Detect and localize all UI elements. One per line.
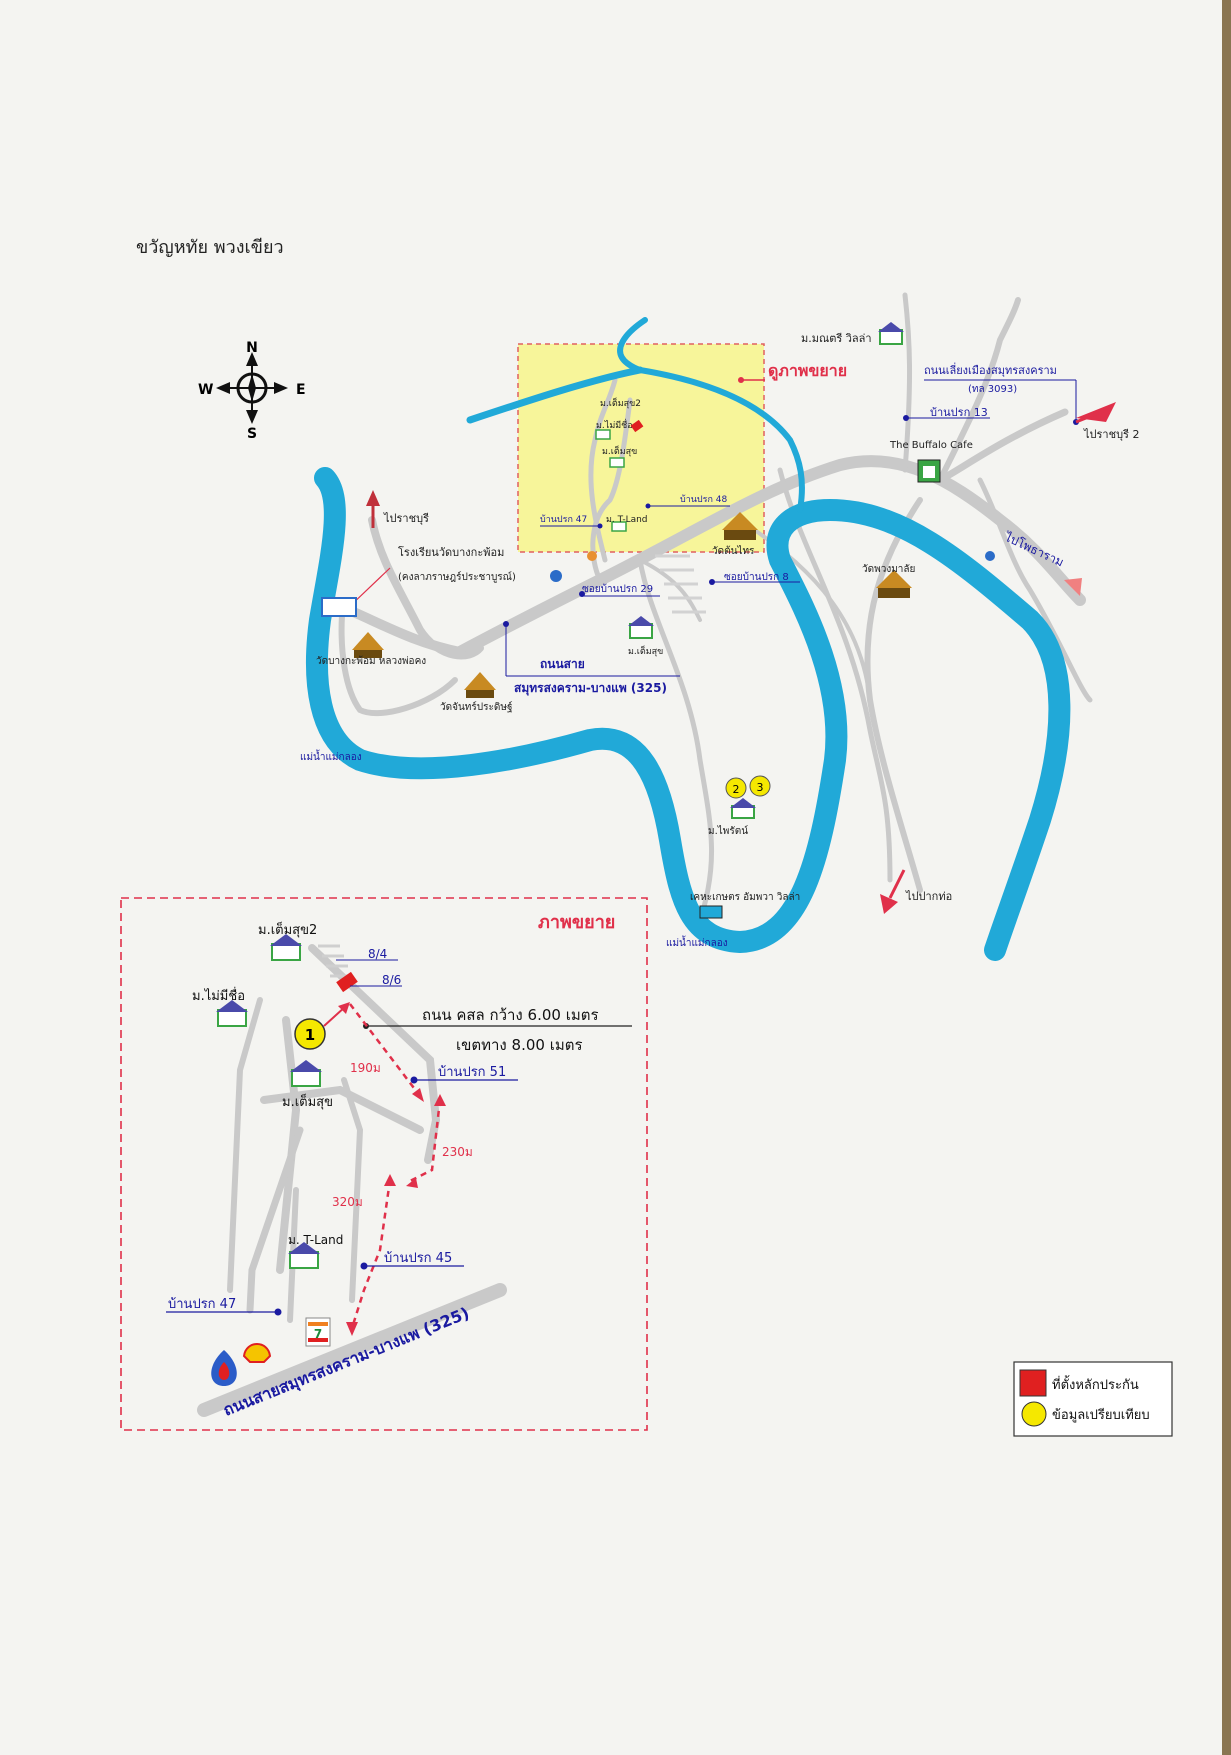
comparison-marker-3-label: 3 xyxy=(757,781,764,794)
house-icon xyxy=(628,616,654,639)
plot-8-6-label: 8/6 xyxy=(382,973,401,987)
road-325-label-2: สมุทรสงคราม-บางแพ (325) xyxy=(514,681,667,696)
river xyxy=(305,317,1071,961)
station-icon xyxy=(699,905,723,919)
house-icon xyxy=(290,1060,322,1087)
shell-logo-icon xyxy=(242,1343,272,1363)
legend-comparison-swatch xyxy=(1021,1401,1047,1427)
comparison-marker-1[interactable] xyxy=(294,1018,326,1050)
village-paisarn-label: ม.ไพรัตน์ xyxy=(708,825,748,837)
school-sub-label: (คงลาภราษฎร์ประชาบูรณ์) xyxy=(398,571,516,583)
inset-village-tland-label: ม. T-Land xyxy=(288,1233,343,1247)
compass-n: N xyxy=(246,340,258,356)
enlarge-link[interactable]: ดูภาพขยาย xyxy=(768,361,847,382)
arrow-pakthor-icon xyxy=(880,894,898,914)
school-label: โรงเรียนวัดบางกะพ้อม xyxy=(398,545,504,559)
plot-8-4-label: 8/4 xyxy=(368,947,387,961)
comparison-marker-1-label: 1 xyxy=(305,1026,315,1044)
wat-tree-label: วัดต้นไทร xyxy=(712,545,755,557)
house-icon xyxy=(216,1000,248,1027)
inset-village-temsuk-label: ม.เต็มสุข xyxy=(282,1092,333,1110)
ban-prok-13-label: บ้านปรก 13 xyxy=(930,406,988,419)
village-temsuk2-main-label: ม.เต็มสุข2 xyxy=(600,396,641,409)
house-icons-cluster xyxy=(595,429,627,532)
compass-e: E xyxy=(296,382,306,398)
village-manee-label: ม.มณตรี วิลล่า xyxy=(801,332,872,345)
ban-prok-48-main-label: บ้านปรก 48 xyxy=(680,494,728,505)
house-icon xyxy=(288,1242,320,1269)
table-surface xyxy=(1222,0,1231,1755)
gas-station-icon xyxy=(985,551,995,561)
ptt-logo-icon xyxy=(211,1350,237,1386)
road-325-label-1: ถนนสาย xyxy=(540,657,585,671)
comparison-marker-2[interactable] xyxy=(725,777,747,799)
ptt-icon xyxy=(550,570,562,582)
dist-320-label: 320ม xyxy=(332,1195,363,1209)
collateral-marker[interactable] xyxy=(336,971,358,993)
road-note-1: ถนน คสล กว้าง 6.00 เมตร xyxy=(422,1006,599,1024)
inset-frame xyxy=(120,897,648,1431)
temple-icon xyxy=(876,570,912,598)
road-note-2: เขตทาง 8.00 เมตร xyxy=(456,1036,583,1054)
temple-icon xyxy=(722,512,758,540)
inset-village-mai-mi-chue-label: ม.ไม่มีชื่อ xyxy=(192,987,245,1004)
house-icon xyxy=(878,322,904,345)
village-temsuk-main-label: ม.เต็มสุข xyxy=(602,444,637,457)
house-icon xyxy=(270,934,302,961)
inset-title: ภาพขยาย xyxy=(538,912,615,933)
village-mai-mi-chue-main-label: ม.ไม่มีชื่อ xyxy=(596,418,633,431)
to-pakthor-label: ไปปากท่อ xyxy=(905,890,952,903)
compass-s: S xyxy=(247,426,257,442)
ban-prok-47-label: บ้านปรก 47 xyxy=(168,1297,236,1312)
comparison-marker-3[interactable] xyxy=(749,775,771,797)
soi-8-label: ซอยบ้านปรก 8 xyxy=(724,571,789,583)
river-label-left: แม่น้ำแม่กลอง xyxy=(300,749,362,763)
collateral-marker-small xyxy=(630,419,644,433)
ban-prok-45-label: บ้านปรก 45 xyxy=(384,1251,452,1266)
house-icon xyxy=(730,798,756,819)
owner-name: ขวัญหทัย พวงเขียว xyxy=(136,237,284,258)
kaset-station-label: เคหะเกษตร อัมพวา วิลล่า xyxy=(690,892,800,903)
ban-prok-47-main-label: บ้านปรก 47 xyxy=(540,514,587,525)
buffalo-cafe-label: The Buffalo Cafe xyxy=(889,440,973,451)
dist-190-label: 190ม xyxy=(350,1061,381,1075)
arrow-up-icon xyxy=(366,490,380,506)
village-tland-main-label: ม. T-Land xyxy=(606,515,648,525)
ban-prok-29-label: ซอยบ้านปรก 29 xyxy=(582,583,653,595)
compass-w: W xyxy=(198,382,213,398)
inset-village-temsuk2-label: ม.เต็มสุข2 xyxy=(258,920,317,938)
temple-icon xyxy=(464,672,496,698)
svg-text:7: 7 xyxy=(314,1327,322,1341)
temple-icon xyxy=(352,632,384,658)
soi-grid xyxy=(655,554,706,614)
road-network xyxy=(315,292,1093,923)
shell-icon xyxy=(587,551,597,561)
wat-chanpradit-label: วัดจันทร์ประดิษฐ์ xyxy=(440,701,512,713)
bypass-road-no: (ทล 3093) xyxy=(968,384,1017,395)
wat-bangkraphom-label: วัดบางกะพ้อม หลวงพ่อคง xyxy=(316,655,426,667)
bypass-road-label: ถนนเลี่ยงเมืองสมุทรสงคราม xyxy=(924,362,1057,377)
seven-eleven-icon: 7 xyxy=(305,1317,331,1347)
to-ratchaburi-top-label: ไปราชบุรี xyxy=(383,512,429,525)
school-icon xyxy=(321,597,357,617)
ban-prok-51-label: บ้านปรก 51 xyxy=(438,1065,506,1080)
legend-collateral-label: ที่ตั้งหลักประกัน xyxy=(1052,1375,1139,1393)
compass-icon xyxy=(216,352,288,424)
village-temsuk-south-label: ม.เต็มสุข xyxy=(628,644,663,657)
legend-comparison-label: ข้อมูลเปรียบเทียบ xyxy=(1052,1407,1150,1423)
wat-phrapat-label: วัดพวงมาลัย xyxy=(862,564,915,575)
arrow-photharam-icon xyxy=(1064,578,1082,596)
dist-230-label: 230ม xyxy=(442,1145,473,1159)
river-label-bottom: แม่น้ำแม่กลอง xyxy=(666,935,728,949)
inset-road-network xyxy=(197,944,507,1417)
legend-collateral-swatch xyxy=(1019,1369,1047,1397)
to-ratchaburi-right-label: ไปราชบุรี 2 xyxy=(1083,428,1139,441)
comparison-marker-2-label: 2 xyxy=(733,783,740,796)
